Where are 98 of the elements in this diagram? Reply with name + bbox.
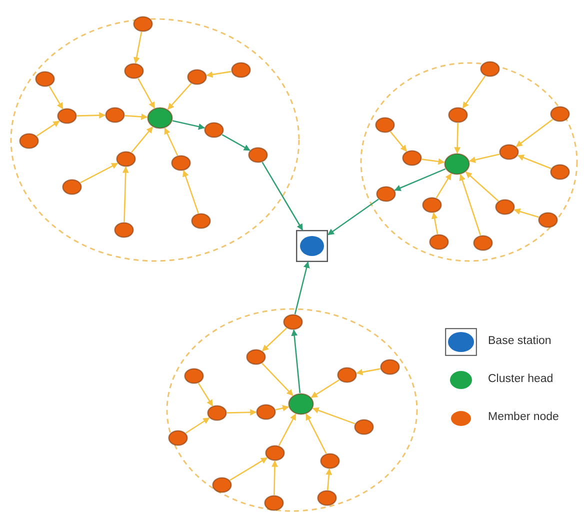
arrow	[172, 120, 205, 130]
member-node	[283, 314, 303, 330]
arrow	[306, 414, 327, 454]
member-node	[550, 164, 570, 180]
arrow	[48, 86, 64, 110]
member-node	[57, 108, 77, 124]
member-node	[499, 144, 519, 160]
member-node	[212, 477, 232, 493]
arrow	[326, 468, 332, 490]
member-node	[187, 69, 207, 85]
arrow	[462, 76, 486, 109]
member-node	[317, 490, 337, 506]
member-node	[550, 106, 570, 122]
member-node	[124, 63, 144, 79]
base-station-node	[296, 230, 328, 262]
member-node	[184, 368, 204, 384]
member-node	[191, 213, 211, 229]
arrow	[275, 405, 290, 412]
arrow	[431, 212, 438, 234]
arrow	[436, 173, 452, 198]
arrow	[312, 407, 356, 424]
arrow	[465, 172, 499, 202]
cluster-boundary	[166, 308, 418, 512]
arrow	[206, 70, 232, 78]
member-node	[256, 404, 276, 420]
arrow	[356, 368, 380, 376]
member-node	[480, 61, 500, 77]
arrow	[131, 126, 154, 153]
member-node	[264, 495, 284, 511]
member-node	[429, 234, 449, 250]
member-node	[35, 71, 55, 87]
member-node	[62, 179, 82, 195]
arrow	[459, 174, 482, 236]
arrow	[137, 78, 156, 109]
cluster-head-node	[444, 153, 470, 175]
arrow	[422, 158, 445, 165]
arrow	[390, 131, 408, 152]
arrow	[310, 379, 340, 398]
arrow	[185, 417, 210, 434]
arrow	[294, 261, 310, 314]
arrow	[122, 166, 129, 222]
legend-label: Base station	[488, 335, 552, 347]
arrow	[394, 168, 446, 191]
member-node	[116, 151, 136, 167]
arrow	[514, 208, 539, 218]
legend-label: Cluster head	[488, 373, 554, 385]
arrow	[36, 120, 60, 136]
member-node	[171, 155, 191, 171]
arrow	[516, 118, 554, 148]
cluster-boundary	[10, 18, 300, 262]
cluster-head-node	[288, 393, 314, 415]
member-node	[380, 359, 400, 375]
arrow	[80, 162, 118, 184]
cluster-boundary	[360, 62, 578, 262]
member-node	[204, 122, 224, 138]
cluster-head-node	[147, 107, 173, 129]
arrow	[164, 128, 178, 156]
member-node	[231, 62, 251, 78]
member-node	[337, 367, 357, 383]
member-node	[448, 107, 468, 123]
member-node	[354, 419, 374, 435]
member-node	[265, 445, 285, 461]
member-node	[402, 150, 422, 166]
arrow	[198, 382, 214, 406]
member-node	[19, 133, 39, 149]
member-node	[248, 147, 268, 163]
member-node	[473, 235, 493, 251]
member-node	[320, 453, 340, 469]
arrow	[278, 413, 296, 446]
arrow	[291, 329, 301, 394]
arrow	[271, 460, 278, 496]
arrow	[262, 162, 304, 231]
arrow	[468, 154, 500, 163]
member-node	[114, 222, 134, 238]
member-node	[376, 186, 396, 202]
arrow	[226, 409, 257, 416]
arrow	[517, 154, 552, 170]
legend-label: Member node	[488, 411, 559, 423]
arrow	[133, 32, 142, 64]
member-node	[133, 16, 153, 32]
member-node	[538, 212, 558, 228]
member-node	[246, 349, 266, 365]
arrow	[182, 170, 199, 214]
arrow	[230, 457, 268, 481]
member-node	[495, 199, 515, 215]
arrow	[167, 83, 192, 110]
arrow	[262, 328, 287, 352]
member-node	[422, 197, 442, 213]
member-node	[105, 107, 125, 123]
member-node	[168, 430, 188, 446]
arrow	[222, 134, 250, 151]
arrow	[76, 112, 106, 119]
arrow	[327, 198, 379, 236]
member-node	[375, 117, 395, 133]
arrow	[262, 362, 294, 396]
arrow	[454, 122, 461, 154]
member-node	[207, 405, 227, 421]
arrow	[124, 114, 148, 120]
